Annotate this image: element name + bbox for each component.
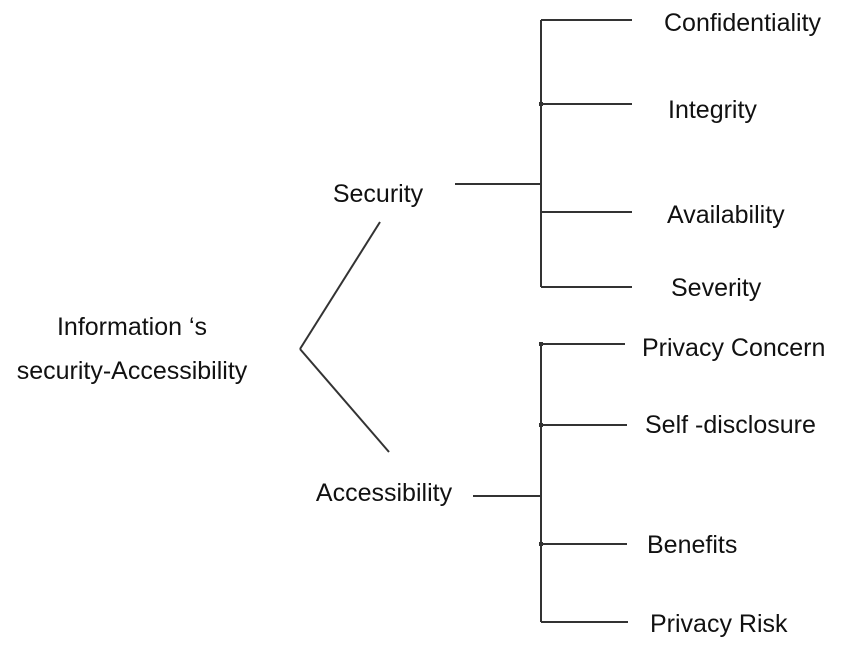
junction-dot (539, 423, 543, 427)
branch-label-security: Security (333, 180, 424, 208)
accessibility-child-privacy-risk: Privacy Risk (541, 610, 788, 638)
security-child-severity: Severity (541, 274, 762, 302)
security-child-availability: Availability (541, 201, 785, 229)
root-label-line-2: security-Accessibility (17, 357, 248, 385)
accessibility-child-privacy-concern: Privacy Concern (539, 334, 825, 362)
child-label-confidentiality: Confidentiality (664, 9, 822, 37)
junction-dot (539, 542, 543, 546)
root-label-line-1: Information ‘s (57, 313, 207, 341)
child-label-integrity: Integrity (668, 96, 757, 124)
child-label-self-disclosure: Self -disclosure (645, 411, 816, 439)
child-label-privacy-concern: Privacy Concern (642, 334, 825, 362)
accessibility-child-benefits: Benefits (539, 531, 737, 559)
connector-root-to-accessibility (299, 348, 390, 453)
root-connectors (299, 221, 390, 453)
root-node: Information ‘s security-Accessibility (17, 313, 248, 385)
security-child-integrity: Integrity (539, 96, 757, 124)
child-label-severity: Severity (671, 274, 762, 302)
connector-root-to-security (299, 221, 381, 350)
child-label-benefits: Benefits (647, 531, 737, 559)
junction-dot (539, 102, 543, 106)
child-label-availability: Availability (667, 201, 785, 229)
accessibility-child-self-disclosure: Self -disclosure (539, 411, 816, 439)
junction-dot (539, 342, 543, 346)
security-child-confidentiality: Confidentiality (541, 9, 822, 37)
branch-label-accessibility: Accessibility (316, 479, 453, 507)
branch-accessibility: Accessibility Privacy Concern Self -disc… (316, 334, 825, 638)
branch-security: Security Confidentiality Integrity Avail… (333, 9, 822, 302)
child-label-privacy-risk: Privacy Risk (650, 610, 788, 638)
